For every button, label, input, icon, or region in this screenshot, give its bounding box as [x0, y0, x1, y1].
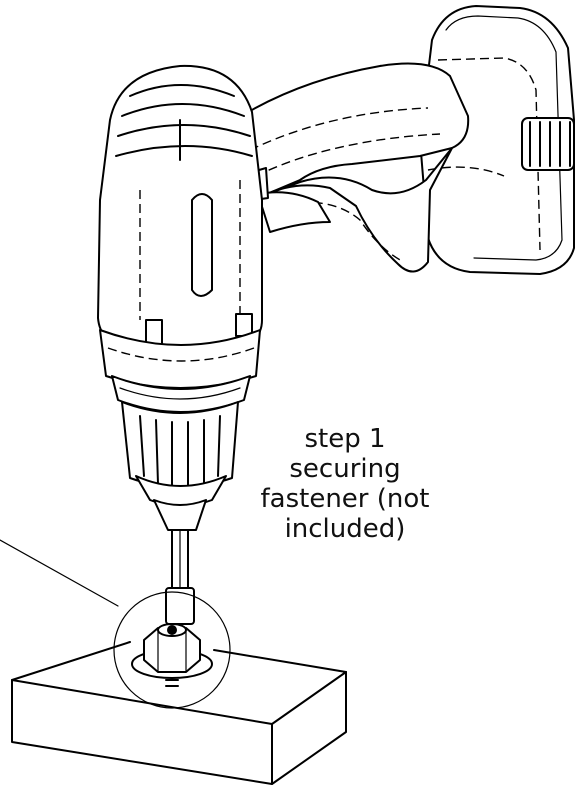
caption-line-3: fastener (not	[260, 484, 430, 514]
clutch-collar-icon	[99, 329, 261, 413]
drill-chuck-icon	[121, 401, 239, 531]
nut-detail-circle-icon	[113, 591, 231, 709]
battery-grip-icon	[521, 117, 575, 171]
wood-block-icon	[11, 641, 347, 785]
driver-bit-icon	[165, 529, 195, 625]
step-caption: step 1 securing fastener (not included)	[230, 424, 460, 544]
caption-line-1: step 1	[304, 424, 386, 454]
caption-line-2: securing	[289, 454, 401, 484]
battery-pack-icon	[419, 5, 575, 275]
motor-housing-icon	[97, 64, 263, 353]
caption-line-4: included)	[284, 514, 406, 544]
callout-leader-line	[0, 539, 119, 607]
trigger-icon	[257, 191, 331, 233]
